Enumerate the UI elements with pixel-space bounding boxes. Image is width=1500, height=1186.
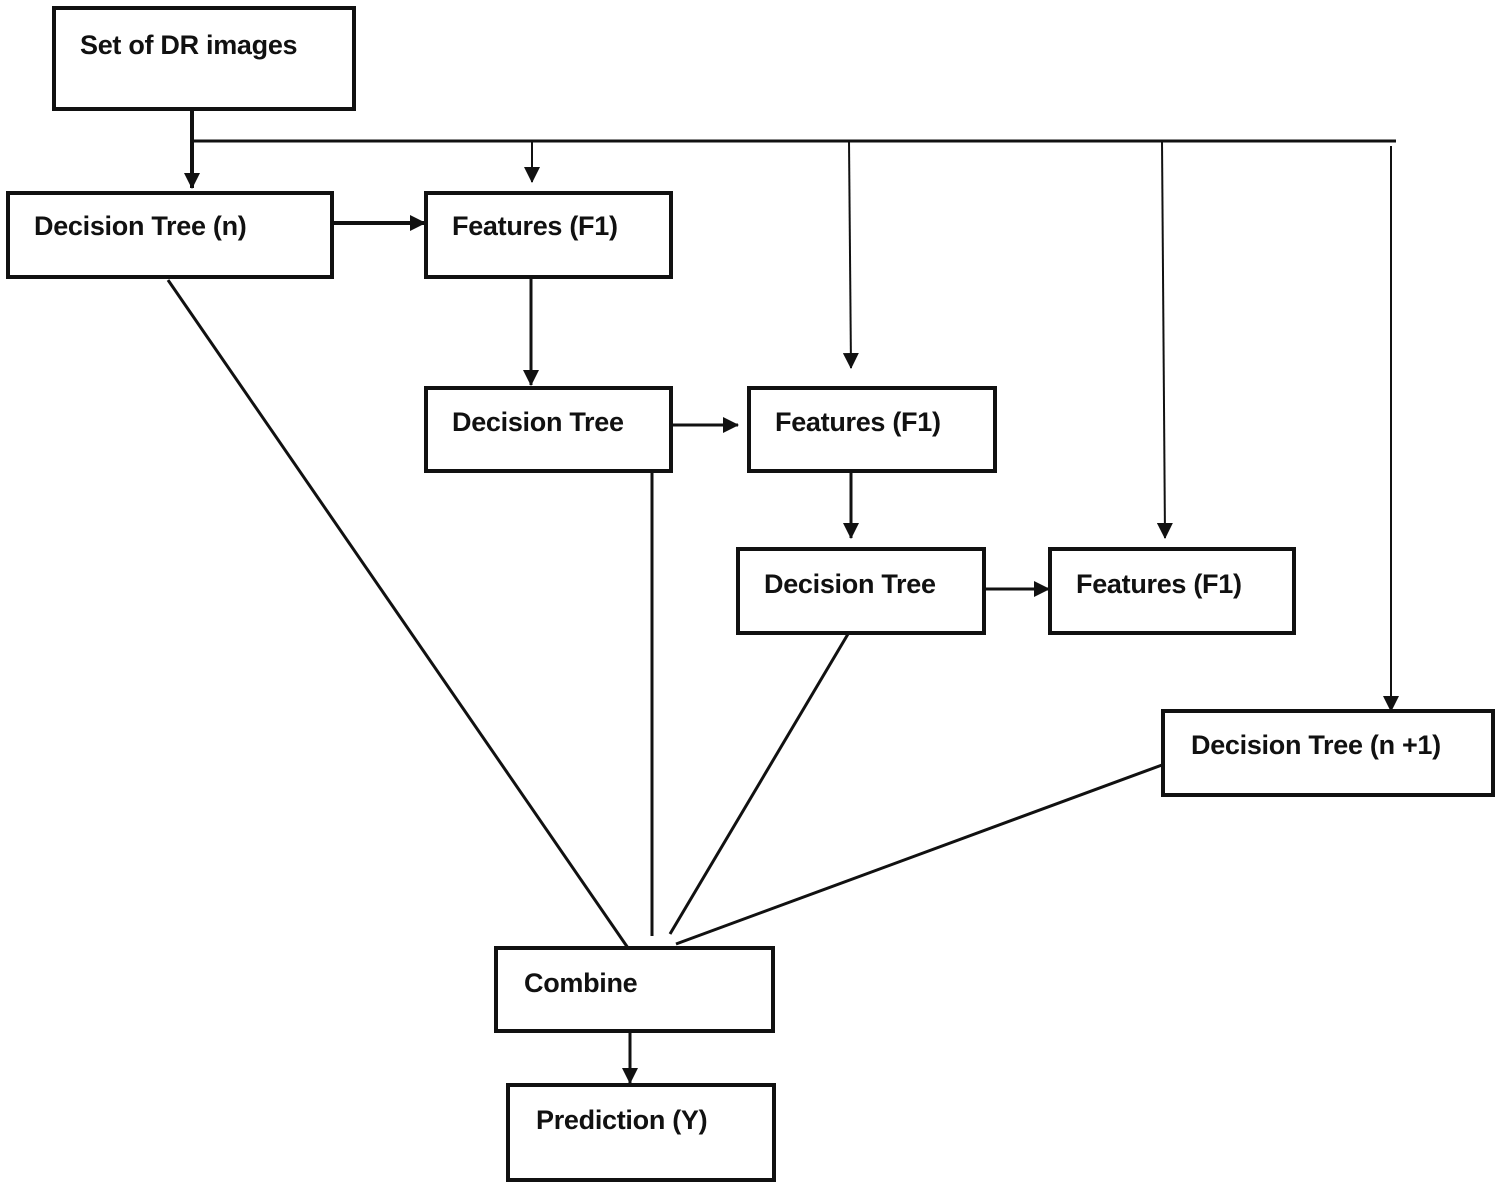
node-decision-tree-n-label: Decision Tree (n) [34, 211, 247, 241]
arrow-bus-to-features-3 [1156, 140, 1173, 539]
node-features-f1-3: Features (F1) [1048, 547, 1296, 635]
line-tree-n-plus-1-to-combine [675, 763, 1163, 946]
node-combine-label: Combine [524, 968, 638, 998]
node-decision-tree-3: Decision Tree [736, 547, 986, 635]
node-prediction-y: Prediction (Y) [506, 1083, 776, 1182]
node-features-f1-2: Features (F1) [747, 386, 997, 473]
node-features-f1-3-label: Features (F1) [1076, 569, 1242, 599]
node-decision-tree-n: Decision Tree (n) [6, 191, 334, 279]
node-features-f1-1: Features (F1) [424, 191, 673, 279]
node-decision-tree-n-plus-1-label: Decision Tree (n +1) [1191, 730, 1441, 760]
node-decision-tree-3-label: Decision Tree [764, 569, 936, 599]
node-combine: Combine [494, 946, 775, 1033]
arrow-bus-to-features-2 [842, 140, 859, 369]
node-set-of-dr-images: Set of DR images [52, 6, 356, 111]
node-decision-tree-n-plus-1: Decision Tree (n +1) [1161, 709, 1495, 797]
line-tree-3-to-combine [668, 633, 850, 935]
node-decision-tree-2: Decision Tree [424, 386, 673, 473]
node-set-of-dr-images-label: Set of DR images [80, 30, 298, 60]
node-features-f1-1-label: Features (F1) [452, 211, 618, 241]
line-tree-n-to-combine [166, 279, 630, 949]
node-prediction-y-label: Prediction (Y) [536, 1105, 708, 1135]
node-decision-tree-2-label: Decision Tree [452, 407, 624, 437]
node-features-f1-2-label: Features (F1) [775, 407, 941, 437]
